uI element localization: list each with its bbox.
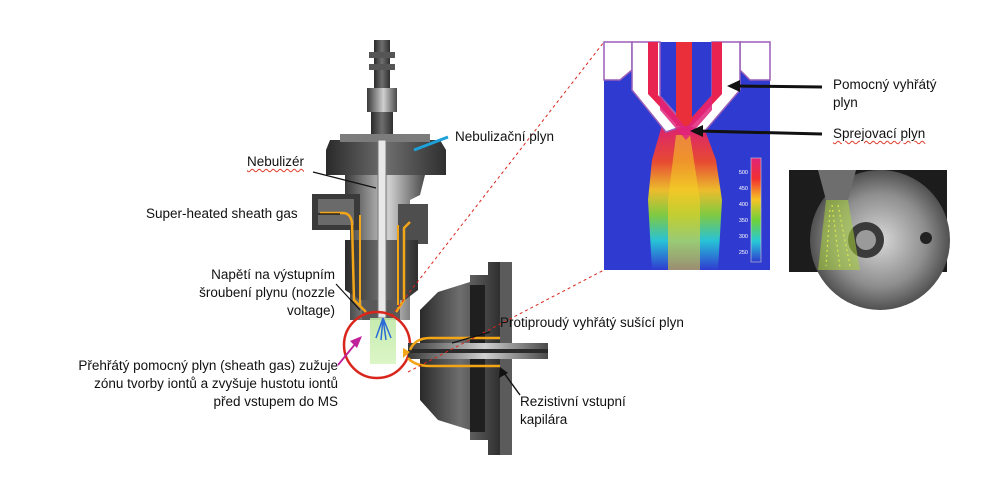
pomocny-arrowhead bbox=[727, 80, 740, 92]
label-rezistivni-line2: kapilára bbox=[520, 412, 568, 427]
sprejovaci-arrow bbox=[697, 129, 823, 136]
label-protiproudy-text: Protiproudý vyhřátý sušící plyn bbox=[500, 315, 684, 330]
prehraty-arrow bbox=[337, 342, 357, 366]
label-nebulizer-text: Nebulizér bbox=[247, 154, 305, 169]
rezistivni-arrowhead bbox=[499, 367, 508, 378]
dashed-zoom-line-bottom bbox=[407, 269, 605, 373]
label-prehraty-line2: zónu tvorby iontů a zvyšuje hustotu iont… bbox=[94, 376, 338, 391]
label-napeti-line2: šroubení plynu (nozzle bbox=[199, 285, 335, 300]
spray-photo bbox=[789, 170, 950, 310]
label-sprejovaci: Sprejovací plyn bbox=[833, 125, 925, 143]
protiproudy-leader bbox=[451, 331, 491, 344]
ms-inlet-assembly bbox=[403, 262, 548, 455]
napeti-leader bbox=[335, 283, 361, 311]
label-prehraty-line1: Přehřátý pomocný plyn (sheath gas) zužuj… bbox=[78, 358, 338, 373]
label-super-heated-text: Super-heated sheath gas bbox=[146, 206, 298, 221]
cfd-simulation-panel: 500 450 400 350 300 250 bbox=[603, 41, 771, 270]
label-sprejovaci-text: Sprejovací plyn bbox=[833, 126, 926, 141]
label-pomocny-line2: plyn bbox=[833, 95, 858, 110]
dashed-zoom-line-top bbox=[390, 41, 605, 317]
pomocny-arrow bbox=[734, 84, 823, 89]
label-nebulizer: Nebulizér bbox=[247, 153, 304, 171]
label-pomocny: Pomocný vyhřátý plyn bbox=[833, 76, 937, 112]
rezistivni-arrow bbox=[503, 372, 521, 396]
colorbar-tick-2: 400 bbox=[739, 202, 748, 208]
label-napeti-line3: voltage) bbox=[286, 303, 335, 318]
label-nebulizacni-plyn-text: Nebulizační plyn bbox=[455, 129, 555, 144]
colorbar-tick-0: 500 bbox=[739, 170, 748, 176]
colorbar-tick-4: 300 bbox=[739, 234, 748, 240]
label-rezistivni: Rezistivní vstupní kapilára bbox=[520, 393, 626, 429]
prehraty-arrowhead bbox=[350, 336, 362, 348]
label-napeti-line1: Napětí na výstupním bbox=[211, 267, 335, 282]
label-nebulizacni-plyn: Nebulizační plyn bbox=[455, 128, 554, 146]
label-prehraty: Přehřátý pomocný plyn (sheath gas) zužuj… bbox=[12, 357, 338, 411]
colorbar-tick-3: 350 bbox=[739, 218, 748, 224]
connector-lines bbox=[312, 41, 823, 396]
sprejovaci-arrowhead bbox=[690, 125, 703, 137]
label-rezistivni-line1: Rezistivní vstupní bbox=[520, 394, 626, 409]
label-protiproudy: Protiproudý vyhřátý sušící plyn bbox=[500, 314, 684, 332]
label-pomocny-line1: Pomocný vyhřátý bbox=[833, 77, 937, 92]
label-super-heated: Super-heated sheath gas bbox=[146, 205, 298, 223]
nebulizacni-leader bbox=[413, 135, 449, 152]
label-prehraty-line3: před vstupem do MS bbox=[213, 394, 338, 409]
nebulizer-leader bbox=[312, 171, 377, 189]
label-napeti: Napětí na výstupním šroubení plynu (nozz… bbox=[150, 266, 335, 320]
colorbar-tick-5: 250 bbox=[739, 250, 748, 256]
colorbar-tick-1: 450 bbox=[739, 186, 748, 192]
